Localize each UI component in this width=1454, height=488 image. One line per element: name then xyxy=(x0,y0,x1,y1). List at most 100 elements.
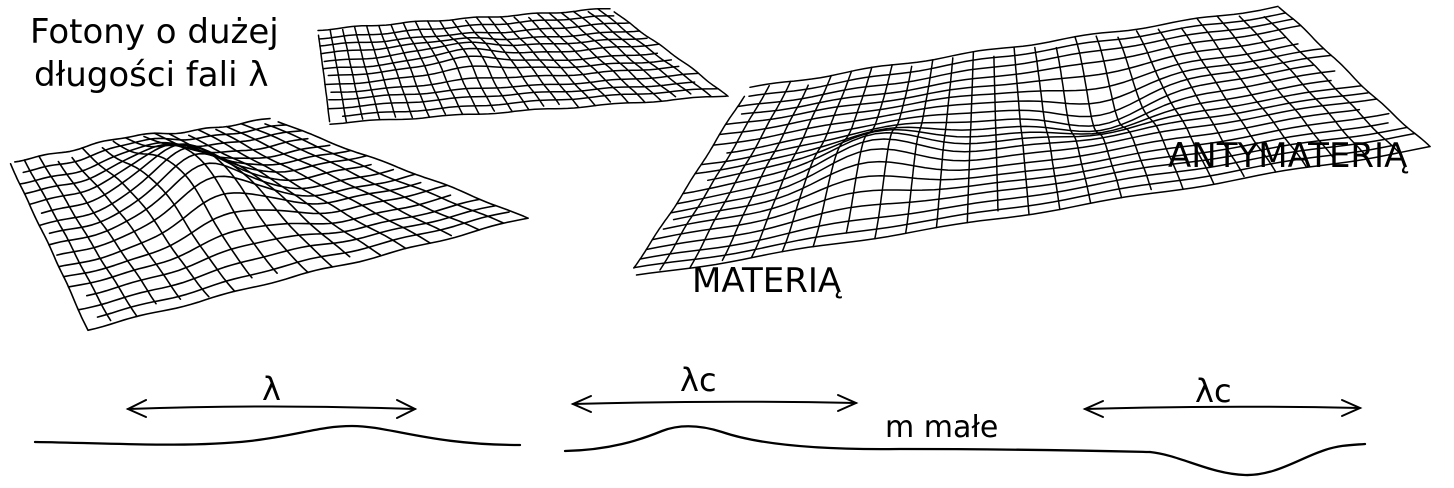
mesh-grid-line xyxy=(1263,16,1400,154)
lambda-c-left-arrow xyxy=(570,394,859,413)
mesh-grid-line xyxy=(707,79,1332,182)
mesh-grid-line xyxy=(353,25,381,121)
mesh-grid-line xyxy=(329,28,348,124)
mesh-grid-line xyxy=(58,181,422,268)
mesh-grid-line xyxy=(1216,15,1335,159)
mesh-grid-line xyxy=(188,134,381,256)
mesh-grid-line xyxy=(874,65,913,240)
mesh-grid-line xyxy=(327,81,696,110)
mesh-grid-line xyxy=(1055,46,1092,204)
mesh-grid-line xyxy=(688,80,792,269)
mesh-grid-line xyxy=(935,57,954,229)
mesh-grid-line xyxy=(651,122,1389,241)
mesh-grid-line xyxy=(77,204,497,311)
mesh-grid-line xyxy=(700,64,1315,166)
antymateria-label: ANTYMATERIĄ xyxy=(1168,136,1408,176)
small-photon-mesh xyxy=(317,7,729,126)
mesh-grid-line xyxy=(451,19,513,112)
mesh-grid-line xyxy=(48,162,395,246)
mesh-grid-line xyxy=(341,28,364,120)
mesh-grid-line xyxy=(1157,28,1245,178)
mesh-grid-line xyxy=(659,84,770,271)
lambda-label: λ xyxy=(262,370,281,408)
materia-bump-curve xyxy=(563,425,1152,454)
m-male-label: m małe xyxy=(885,410,998,445)
mesh-grid-line xyxy=(572,10,677,98)
mesh-grid-line xyxy=(845,64,893,234)
mesh-grid-line xyxy=(597,8,713,98)
mesh-grid-line xyxy=(1196,17,1308,169)
mesh-grid-line xyxy=(1278,6,1431,148)
mesh-grid-line xyxy=(993,55,999,212)
mesh-grid-line xyxy=(904,59,934,234)
mesh-grid-line xyxy=(1074,35,1123,199)
mesh-grid-line xyxy=(812,66,873,248)
mesh-grid-line xyxy=(475,16,545,107)
lambda-arrow xyxy=(125,399,418,419)
mesh-grid-line xyxy=(426,20,481,115)
mesh-grid-line xyxy=(513,16,597,107)
mesh-grid-line xyxy=(548,12,646,104)
mesh-grid-line xyxy=(499,16,579,108)
mesh-grid-line xyxy=(38,155,138,318)
mesh-grid-line xyxy=(721,84,809,262)
mesh-grid-line xyxy=(197,129,407,250)
mesh-grid-line xyxy=(672,108,1361,221)
mesh-grid-line xyxy=(225,125,452,237)
mesh-grid-line xyxy=(67,194,452,288)
mesh-grid-line xyxy=(86,198,481,297)
mesh-grid-line xyxy=(168,132,351,258)
mesh-grid-line xyxy=(324,59,673,86)
mesh-grid-line xyxy=(112,140,253,279)
mesh-grid-line xyxy=(464,19,530,111)
mesh-grid-line xyxy=(528,16,612,103)
mesh-grid-line xyxy=(966,50,975,224)
lambda-c-right-label: λc xyxy=(1195,372,1232,410)
mesh-grid-line xyxy=(330,65,680,93)
photon-wave-mesh xyxy=(9,117,529,332)
mesh-grid-line xyxy=(402,22,447,115)
mesh-grid-line xyxy=(438,20,496,112)
mesh-grid-line xyxy=(240,122,480,231)
mesh-grid-line xyxy=(1117,36,1184,191)
mesh-grid-line xyxy=(560,12,662,102)
mesh-grid-line xyxy=(341,88,719,118)
photon-wave-curve xyxy=(33,424,522,447)
mesh-grid-line xyxy=(1013,46,1030,216)
mesh-grid-line xyxy=(633,144,1397,269)
mesh-grid-line xyxy=(633,95,746,269)
mesh-grid-line xyxy=(781,70,853,253)
mesh-grid-line xyxy=(1135,30,1215,185)
mesh-grid-line xyxy=(318,15,615,40)
mesh-grid-line xyxy=(740,24,1302,115)
mesh-grid-line xyxy=(724,36,1287,126)
title-line-1: Fotony o dużej xyxy=(30,12,279,52)
mesh-grid-line xyxy=(587,10,692,95)
mesh-grid-line xyxy=(143,135,309,274)
lambda-c-right-arrow xyxy=(1082,399,1363,418)
mesh-grid-line xyxy=(694,70,1336,175)
mesh-grid-line xyxy=(414,20,464,116)
mesh-grid-line xyxy=(57,160,157,305)
mesh-grid-line xyxy=(1095,35,1152,191)
mesh-grid-line xyxy=(317,34,331,123)
mesh-grid-line xyxy=(264,123,504,224)
mesh-grid-line xyxy=(1180,27,1277,173)
materia-label: MATERIĄ xyxy=(692,261,842,301)
mesh-grid-line xyxy=(613,11,729,98)
mesh-grid-line xyxy=(635,145,1431,276)
mesh-grid-line xyxy=(215,128,431,244)
mesh-grid-line xyxy=(327,52,659,77)
mesh-grid-line xyxy=(28,143,331,206)
mesh-grid-line xyxy=(277,121,529,219)
mesh-grid-line xyxy=(487,16,560,106)
mesh-grid-line xyxy=(536,12,630,104)
mesh-grid-line xyxy=(71,156,182,300)
mesh-grid-line xyxy=(365,24,397,118)
mesh-grid-line xyxy=(750,74,832,259)
mesh-grid-line xyxy=(101,146,236,293)
mesh-grid-line xyxy=(390,23,431,119)
mesh-grid-line xyxy=(124,137,278,274)
mesh-grid-line xyxy=(22,124,287,174)
